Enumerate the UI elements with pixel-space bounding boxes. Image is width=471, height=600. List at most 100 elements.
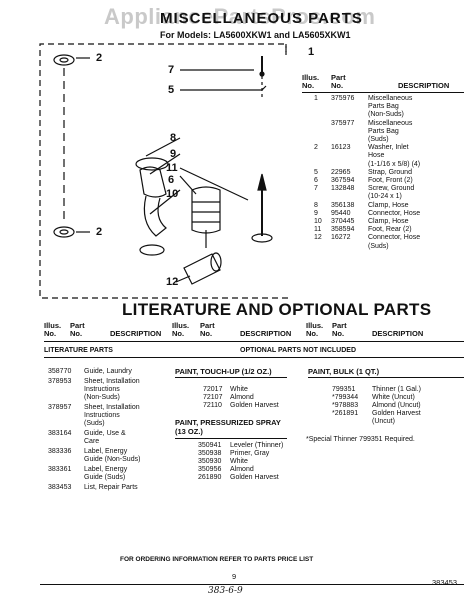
ground-strap (180, 85, 267, 91)
literature-row-desc: (Suds) (84, 420, 105, 427)
misc-row-illus: 11 (314, 226, 322, 234)
callout-12: 12 (166, 276, 179, 288)
spray-row-desc: Leveler (Thinner) (230, 442, 284, 449)
special-thinner-note: *Special Thinner 799351 Required. (306, 436, 415, 443)
misc-row-desc: (Non-Suds) (368, 111, 404, 119)
spray-row-desc: Primer, Gray (230, 450, 270, 457)
spray-row-desc: White (230, 458, 248, 465)
misc-row-desc: Hose (368, 152, 385, 160)
bulk-row-part: 799351 (332, 386, 356, 393)
misc-row-desc: Foot, Front (2) (368, 177, 413, 184)
bulk-row-part: *978883 (332, 402, 359, 409)
bulk-label: PAINT, BULK (1 QT.) (308, 367, 380, 376)
misc-header-illus: Illus.No. (302, 73, 320, 90)
misc-header-rule (302, 92, 464, 93)
misc-row-illus: 10 (314, 218, 322, 225)
literature-row-part: 383336 (48, 448, 72, 455)
spray-label: PAINT, PRESSURIZED SPRAY(13 OZ.) (175, 418, 281, 436)
misc-row-part: 132848 (331, 185, 355, 193)
callout-11: 11 (166, 162, 178, 174)
misc-row-illus: 2 (314, 144, 318, 152)
spray-row-part: 350956 (198, 466, 222, 473)
callout-1: 1 (308, 46, 315, 58)
opt-section-rule (174, 357, 464, 358)
touch-up-row-part: 72110 (203, 402, 222, 409)
lit-header-desc-3: DESCRIPTION (372, 329, 424, 338)
spray-row-desc: Golden Harvest (230, 474, 279, 481)
lit-header-rule (44, 341, 464, 342)
literature-parts-label: LITERATURE PARTS (44, 347, 113, 354)
misc-row-desc: (10-24 x 1) (368, 193, 402, 201)
misc-row-desc: Parts Bag (368, 127, 399, 135)
spray-row-part: 261890 (198, 474, 222, 481)
misc-row-illus: 5 (314, 168, 318, 176)
spray-rule (175, 438, 287, 439)
misc-row-desc: (Suds) (368, 242, 389, 250)
literature-title: LITERATURE AND OPTIONAL PARTS (122, 300, 432, 319)
misc-row-desc: Washer, Inlet (368, 144, 409, 152)
bulk-row-desc: White (Uncut) (372, 394, 415, 401)
misc-row-desc: Connector, Hose (368, 234, 421, 242)
misc-row-desc: (Suds) (368, 136, 389, 143)
misc-header-description: DESCRIPTION (398, 81, 450, 90)
literature-row-part: 383361 (48, 466, 72, 473)
misc-row-desc: Strap, Ground (368, 168, 412, 176)
spray-row-desc: Almond (230, 466, 254, 473)
misc-row-desc: Connector, Hose (368, 209, 421, 217)
parts-diagram (39, 43, 290, 299)
doc-number: 383453 (432, 578, 458, 587)
literature-row-desc: Instructions (84, 386, 120, 393)
literature-row-desc: (Non-Suds) (84, 394, 120, 401)
lit-header-desc-1: DESCRIPTION (110, 329, 162, 338)
bulk-row-desc: Golden Harvest (372, 410, 421, 417)
inlet-washer-top (53, 54, 75, 66)
lit-header-illus-3: Illus.No. (306, 321, 324, 338)
watermark: AppliancePartsPros.com (104, 4, 376, 29)
touch-up-label: PAINT, TOUCH-UP (1/2 OZ.) (175, 367, 272, 376)
callout-2-bottom: 2 (96, 226, 103, 238)
misc-row-desc: Miscellaneous (368, 95, 413, 102)
hose-connector (139, 166, 167, 198)
lit-header-desc-2: DESCRIPTION (240, 329, 292, 338)
front-foot (257, 173, 267, 191)
lit-header-illus-2: Illus.No. (172, 321, 190, 338)
misc-row-part: 95440 (331, 209, 351, 217)
models-subtitle: For Models: LA5600XKW1 and LA5605XKW1 (160, 30, 351, 40)
literature-row-desc: Sheet, Installation (84, 404, 140, 411)
misc-row-part: 22965 (331, 168, 351, 176)
callout-5: 5 (168, 84, 175, 96)
literature-row-desc: Guide (Non-Suds) (84, 456, 141, 463)
misc-row-illus: 12 (314, 234, 322, 242)
handwritten-note: 383-6-9 (208, 586, 243, 596)
page-title: MISCELLANEOUS PARTS (160, 10, 363, 27)
literature-row-part: 383453 (48, 484, 72, 491)
misc-row-desc: (1-1/16 x 5/8) (4) (368, 160, 421, 168)
touch-up-rule (175, 377, 287, 378)
hose-connector-suds (183, 253, 221, 285)
callout-8: 8 (170, 132, 177, 144)
callout-9: 9 (170, 148, 177, 160)
literature-row-desc: Label, Energy (84, 466, 128, 473)
literature-row-part: 378957 (48, 404, 72, 411)
literature-row-part: 378953 (48, 378, 72, 385)
literature-row-part: 358770 (48, 368, 72, 375)
spray-row-part: 350930 (198, 458, 222, 465)
touch-up-row-part: 72107 (203, 394, 223, 401)
misc-row-part: 367594 (331, 177, 355, 184)
hose-clamp (135, 157, 169, 171)
bulk-row-desc: Thinner (1 Gal.) (372, 386, 422, 393)
misc-row-desc: Clamp, Hose (368, 201, 409, 209)
callout-7: 7 (168, 64, 175, 76)
literature-row-desc: Guide (Suds) (84, 474, 126, 481)
misc-row-part: 356138 (331, 201, 355, 209)
misc-row-desc: Parts Bag (368, 103, 399, 111)
misc-row-illus: 7 (314, 185, 318, 193)
footer-rule (40, 584, 464, 585)
literature-row-desc: Instructions (84, 412, 120, 419)
literature-row-part: 383164 (48, 430, 72, 437)
misc-row-part: 375976 (331, 95, 355, 102)
